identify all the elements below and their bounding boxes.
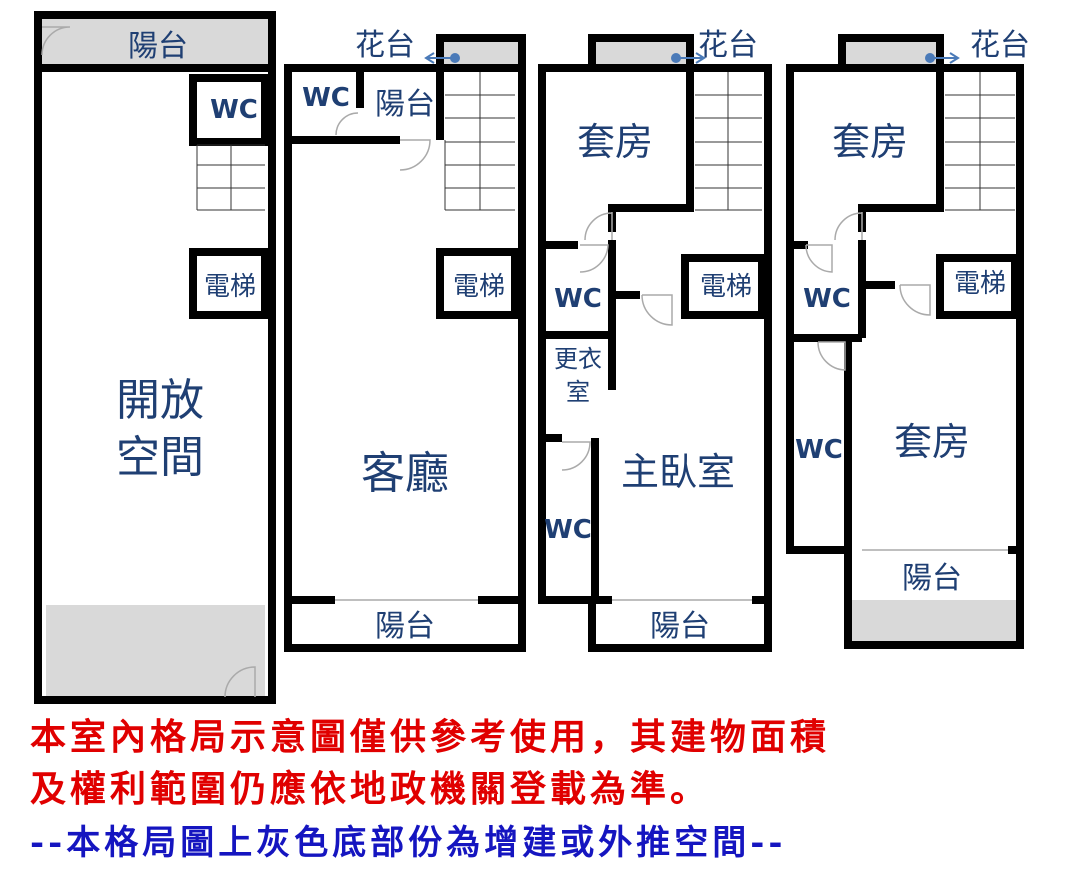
floor-plan-1: 陽台 WC 電梯 開放 空間: [34, 11, 276, 704]
disclaimer-line-1: 本室內格局示意圖僅供參考使用，其建物面積: [30, 716, 831, 758]
suite-label-2: 套房: [894, 420, 970, 464]
balcony-bottom-label: 陽台: [650, 609, 710, 644]
floor-plan-3: 花台 套房 WC 電梯 更衣 室 主臥室 WC 陽台: [538, 28, 772, 652]
closet-label: 更衣: [554, 345, 602, 373]
open-space-label-2: 空間: [116, 432, 204, 483]
suite-label: 套房: [832, 120, 908, 164]
wc-label: WC: [803, 284, 851, 314]
floor-plan-4: 花台 套房 WC 電梯 WC 套房 陽台: [786, 28, 1030, 649]
elevator-label: 電梯: [700, 272, 752, 302]
balcony-label: 陽台: [375, 87, 435, 122]
wc-label: WC: [210, 95, 258, 125]
living-room-label: 客廳: [361, 448, 449, 499]
balcony-bottom-label: 陽台: [375, 609, 435, 644]
wc-label: WC: [302, 83, 350, 113]
flower-bed-label: 花台: [970, 28, 1030, 63]
wc-label: WC: [554, 284, 602, 314]
wc-label-2: WC: [795, 435, 843, 465]
suite-label: 套房: [577, 120, 653, 164]
master-bedroom-label: 主臥室: [621, 450, 735, 494]
closet-label-2: 室: [566, 378, 590, 406]
elevator-label: 電梯: [954, 269, 1006, 299]
open-space-label: 開放: [116, 375, 204, 426]
wc-label-2: WC: [544, 515, 592, 545]
balcony-bottom-label: 陽台: [902, 561, 962, 596]
elevator-label: 電梯: [204, 272, 256, 302]
gray-area-note: --本格局圖上灰色底部份為增建或外推空間--: [30, 823, 787, 863]
flower-bed-label: 花台: [698, 28, 758, 63]
elevator-label: 電梯: [453, 272, 505, 302]
floor-plan-2: 花台 WC 陽台 電梯 客廳 陽台: [284, 28, 526, 652]
flower-bed-label: 花台: [355, 28, 415, 63]
disclaimer-line-2: 及權利範圍仍應依地政機關登載為準。: [30, 768, 711, 810]
balcony-label: 陽台: [128, 29, 188, 64]
